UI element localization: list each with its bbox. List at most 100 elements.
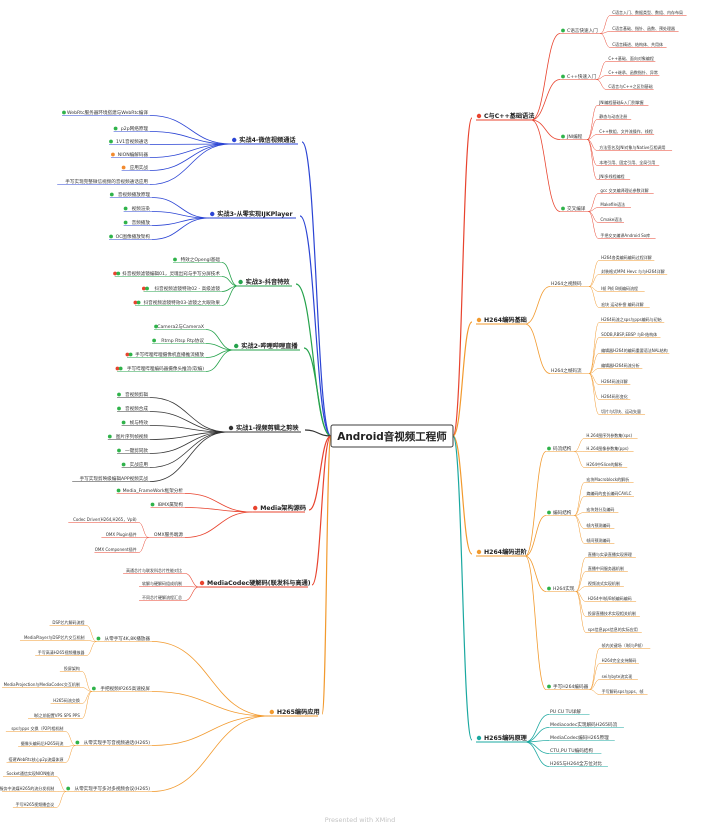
subtopic: H264实现	[553, 585, 575, 592]
connector-line	[138, 537, 149, 553]
connector-line	[149, 143, 232, 158]
connector-line	[525, 515, 547, 557]
connector-line	[524, 555, 547, 690]
subtopic: OMX服务端源	[154, 531, 184, 538]
leaf-topic: DSP芯片解码流程	[52, 619, 84, 625]
subtopic: IBMX属架构	[158, 501, 184, 508]
connector-line	[81, 691, 92, 704]
connector-line	[588, 353, 600, 374]
leaf-topic: 直播中间服务器机制	[588, 565, 624, 571]
leaf-topic: C语言与C++之区别基础	[608, 83, 652, 89]
connector-line	[589, 689, 600, 695]
connector-line	[149, 431, 229, 468]
leaf-topic: 宏块划分及编码	[586, 506, 614, 512]
leaf-topic: sps信息pps信息的实际应用	[588, 626, 638, 632]
green-dot-icon	[117, 448, 121, 453]
connector-line	[304, 429, 332, 437]
connector-line	[452, 117, 473, 437]
green-dot-icon	[109, 234, 113, 239]
leaf-topic: 帧内预测编码	[586, 522, 610, 528]
green-dot-icon	[128, 352, 133, 357]
leaf-topic: 本地引用、固定引用、全局引用	[599, 159, 655, 165]
branch-live-label: 实战2-哔哩哔哩直播	[241, 342, 298, 350]
connector-line	[149, 431, 229, 440]
connector-line	[589, 663, 600, 690]
green-dot-icon	[91, 686, 96, 691]
connector-line	[86, 640, 97, 642]
leaf-topic: 搭建WebRtc核心p2p流媒体源	[9, 756, 64, 762]
connector-line	[531, 119, 561, 140]
connector-line	[184, 511, 253, 538]
red-dot-icon	[125, 352, 130, 357]
connector-line	[151, 715, 269, 746]
orange-dot-icon	[111, 152, 115, 157]
subtopic: 特效之Opengl基础	[181, 256, 221, 263]
branch-h264base-label: H264编码基础	[484, 316, 527, 324]
subtopic: MediaCodec编码H265原理	[550, 734, 609, 741]
branch-bullet-icon	[476, 317, 482, 323]
branch-bullet-icon	[232, 137, 237, 143]
subtopic: WebRtc服务器环境搭建与WebRtc编译	[67, 109, 148, 116]
connector-line	[589, 648, 600, 690]
connector-line	[185, 586, 200, 588]
leaf-topic: 熵编码的变长编码CAVLC	[586, 490, 631, 496]
green-dot-icon	[96, 636, 101, 641]
leaf-topic: H265码流交换	[53, 697, 80, 703]
subtopic: CTU,PU TU编码结构	[550, 747, 593, 754]
connector-line	[184, 507, 253, 513]
connector-line	[575, 557, 587, 592]
leaf-topic: 手写解码sps与pps、帧	[602, 688, 644, 694]
root-topic[interactable]: Android音视频工程师	[330, 424, 454, 448]
subtopic: 手写哔哩哔哩编码器摄像头推流(软编)	[127, 365, 204, 372]
connector-line	[600, 31, 611, 34]
connector-line	[531, 33, 561, 121]
subtopic: 从零实现手写音视频通话(H265)	[84, 739, 151, 746]
leaf-topic: H264码流详解	[601, 378, 628, 384]
connector-line	[588, 211, 599, 239]
green-dot-icon	[173, 257, 177, 262]
leaf-topic: Makefile语法	[600, 201, 625, 207]
connector-line	[184, 493, 253, 513]
leaf-topic: 帧间预测编码	[586, 537, 610, 543]
subtopic: JNI编程	[566, 133, 583, 140]
leaf-topic: H264中I帧/B帧编码编码	[588, 595, 632, 601]
leaf-topic: JNI编程基础&入门到掌握	[598, 99, 643, 105]
subtopic: 交叉编译	[567, 205, 586, 212]
branch-bullet-icon	[199, 580, 205, 586]
connector-line	[600, 15, 611, 34]
leaf-topic: H264完全支持解码	[602, 657, 637, 663]
connector-line	[574, 438, 585, 452]
branch-bullet-icon	[228, 425, 234, 431]
orange-dot-icon	[121, 165, 126, 170]
leaf-topic: C++继承、函数指针、异常	[608, 69, 658, 75]
green-dot-icon	[547, 684, 551, 689]
leaf-topic: C++数组、文件流操作、线程	[599, 128, 653, 134]
connector-line	[587, 139, 598, 166]
leaf-topic: 直播与实录直播实现原理	[588, 551, 632, 557]
green-dot-icon	[117, 406, 121, 411]
leaf-topic: sps与pps 交换（P2P)相机制	[11, 725, 63, 731]
branch-bullet-icon	[234, 343, 239, 349]
green-dot-icon	[109, 139, 113, 144]
subtopic: 手把视频IP265高速投屏	[100, 685, 150, 692]
connector-line	[575, 591, 586, 602]
leaf-topic: gcc 交叉编译理论参数详解	[600, 187, 648, 193]
connector-line	[574, 482, 585, 516]
green-dot-icon	[116, 488, 121, 493]
leaf-topic: 摄像头编码后H265码流	[21, 740, 64, 746]
red-dot-icon	[133, 300, 138, 305]
connector-line	[452, 435, 473, 555]
leaf-topic: 手写H265视频播会议	[16, 801, 55, 807]
connector-line	[149, 425, 229, 433]
connector-line	[586, 139, 598, 180]
green-dot-icon	[66, 786, 71, 791]
connector-line	[588, 193, 599, 212]
connector-line	[525, 741, 550, 754]
connector-line	[81, 671, 92, 692]
green-dot-icon	[107, 434, 112, 439]
subtopic: H264之视频码	[551, 280, 582, 287]
connector-line	[65, 745, 76, 763]
leaf-topic: 编辑器H264的编码重要语法NAL结构	[601, 347, 668, 353]
branch-h265app-label: H265编码应用	[277, 708, 320, 716]
subtopic: NION编解码器	[118, 151, 149, 158]
